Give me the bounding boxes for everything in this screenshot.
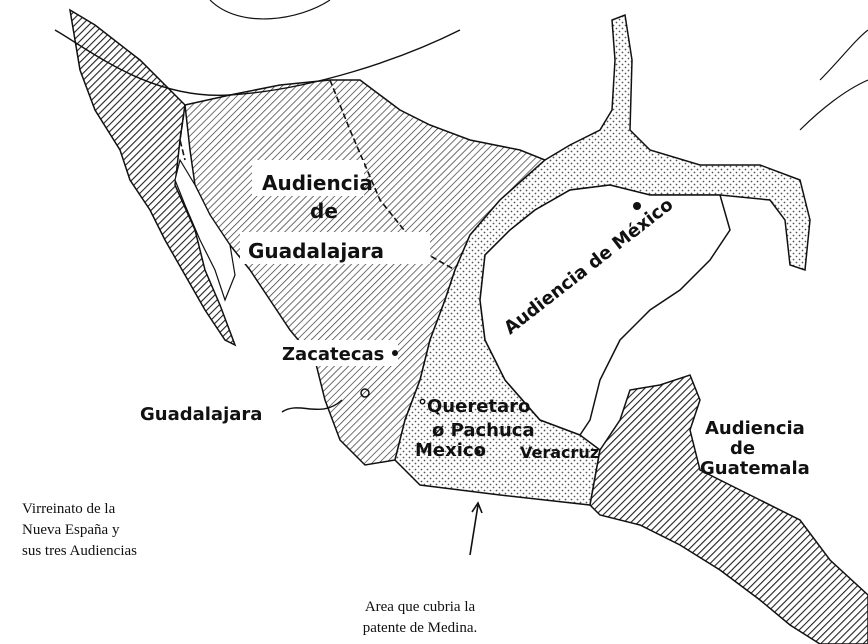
city-marker-guadalajara xyxy=(360,388,370,398)
city-label-mexico: Mexico xyxy=(415,440,486,461)
city-label-pachuca: ø Pachuca xyxy=(432,420,535,441)
region-label-guatemala-1: Audiencia xyxy=(705,418,805,439)
region-label-guadalajara-2: de xyxy=(310,199,338,223)
coastline-east xyxy=(819,29,868,81)
city-label-veracruz: Veracruz xyxy=(520,443,599,462)
legend-line: Virreinato de la xyxy=(22,501,116,517)
city-label-guadalajara: Guadalajara xyxy=(140,404,262,425)
gulf-of-california xyxy=(174,158,236,302)
guatemala-audiencia-region xyxy=(589,374,868,644)
city-marker-mexico xyxy=(475,449,481,455)
area-note: Area que cubria la patente de Medina. xyxy=(320,598,520,640)
boundary-line-2 xyxy=(179,104,186,161)
coastline-east-2 xyxy=(799,79,868,131)
gulf-of-mexico xyxy=(479,184,731,436)
area-pointer-arrow xyxy=(469,504,479,556)
city-marker-zacatecas xyxy=(392,350,398,356)
river-line xyxy=(209,0,331,20)
zacatecas-label-bg xyxy=(278,340,398,366)
city-label-zacatecas: Zacatecas xyxy=(282,344,384,365)
map-legend: Virreinato de la Nueva España y sus tres… xyxy=(22,500,222,563)
region-label-guatemala-3: Guatemala xyxy=(700,458,810,479)
coastline-north xyxy=(54,29,461,96)
city-label-queretaro: °Queretaro xyxy=(418,396,530,417)
legend-line: Nueva España y xyxy=(22,522,120,538)
region-label-guatemala-2: de xyxy=(730,438,755,459)
note-line: patente de Medina. xyxy=(362,620,478,636)
boundary-line xyxy=(329,79,456,271)
region-label-guadalajara-3: Guadalajara xyxy=(248,239,384,263)
guadalajara-label-bg-2 xyxy=(240,232,430,264)
note-line: Area que cubria la xyxy=(364,599,476,615)
region-label-guadalajara-1: Audiencia xyxy=(262,171,373,195)
guadalajara-pointer-line xyxy=(281,399,343,413)
guadalajara-label-bg xyxy=(252,160,364,196)
legend-line: sus tres Audiencias xyxy=(22,543,137,559)
city-marker-veracruz xyxy=(633,202,641,210)
area-pointer-arrowhead xyxy=(471,501,483,514)
